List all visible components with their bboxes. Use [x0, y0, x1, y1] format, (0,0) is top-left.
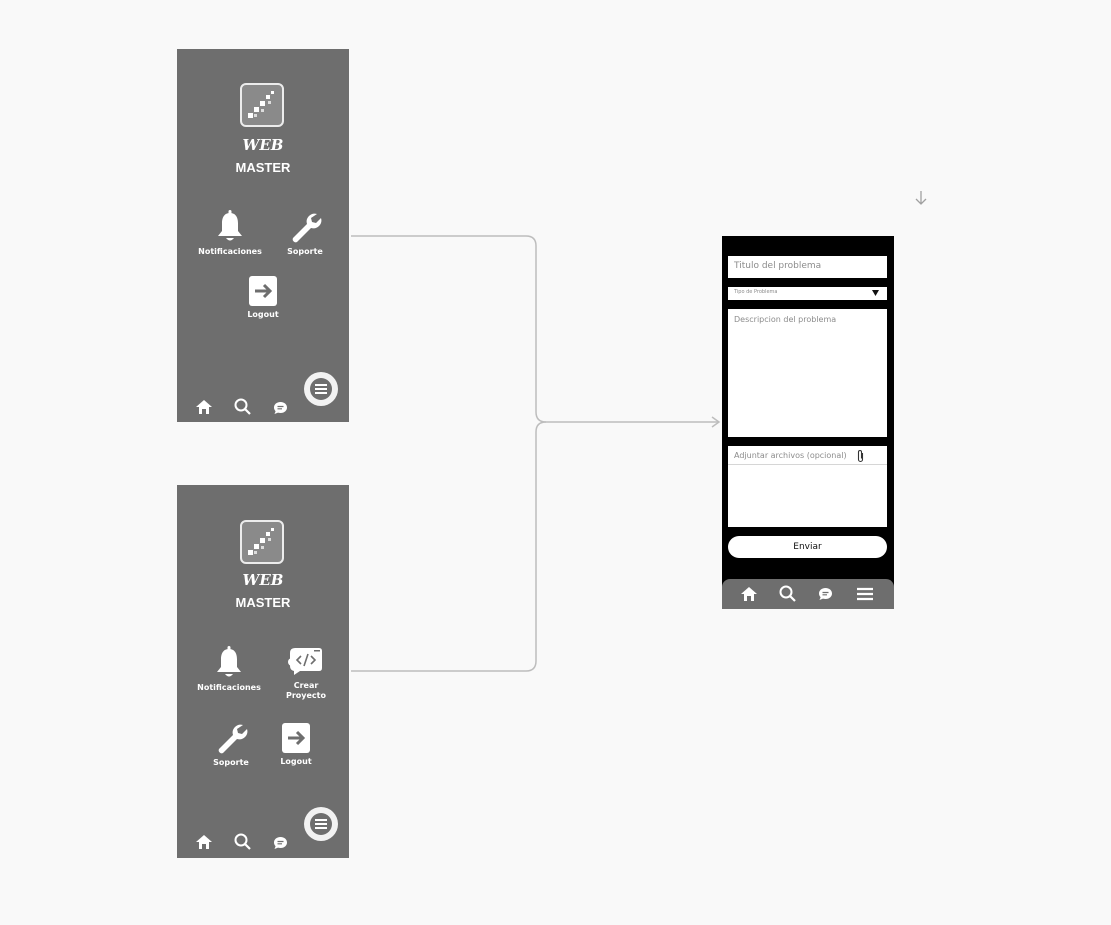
menu-label: Logout — [247, 310, 279, 319]
wrench-icon — [218, 724, 248, 754]
home-icon[interactable] — [740, 586, 758, 602]
logout-icon — [282, 723, 310, 753]
search-icon[interactable] — [234, 833, 251, 850]
phone-menu-user: WEB MASTER Notificaciones Soporte Logout — [177, 49, 349, 422]
menu-item-logout[interactable]: Logout — [261, 722, 331, 767]
menu-icon — [310, 378, 332, 400]
attach-label: Adjuntar archivos (opcional) — [734, 451, 847, 460]
bottom-navbar — [722, 579, 894, 609]
paperclip-icon[interactable] — [856, 449, 865, 463]
type-placeholder: Tipo de Problema — [734, 289, 778, 295]
menu-label: Soporte — [213, 758, 249, 767]
home-icon[interactable] — [195, 399, 213, 415]
menu-item-soporte[interactable]: Soporte — [196, 721, 266, 768]
chat-icon[interactable] — [818, 587, 833, 601]
search-icon[interactable] — [779, 585, 796, 602]
dropdown-icon — [872, 290, 879, 296]
menu-icon[interactable] — [856, 587, 874, 601]
send-button[interactable]: Enviar — [728, 536, 887, 558]
connector-bottom — [351, 421, 547, 672]
phone-menu-admin: WEB MASTER Notificaciones Crear Proyecto… — [177, 485, 349, 858]
connector-arrowhead — [711, 416, 721, 428]
home-icon[interactable] — [195, 834, 213, 850]
description-placeholder: Descripcion del problema — [734, 315, 837, 324]
menu-label: Crear Proyecto — [285, 681, 326, 700]
menu-item-notificaciones[interactable]: Notificaciones — [195, 210, 265, 257]
menu-item-notificaciones[interactable]: Notificaciones — [194, 646, 264, 693]
arrow-down-icon — [915, 191, 927, 205]
menu-fab[interactable] — [304, 807, 338, 841]
title-field[interactable]: Titulo del problema — [728, 256, 887, 278]
menu-icon — [310, 813, 332, 835]
logo-sub: MASTER — [235, 160, 291, 175]
phone-support-form: Titulo del problema Tipo de Problema Des… — [722, 236, 894, 609]
wrench-icon — [292, 213, 322, 243]
search-icon[interactable] — [234, 398, 251, 415]
menu-label: Soporte — [287, 247, 323, 256]
menu-label: Notificaciones — [197, 683, 261, 692]
connector-top — [351, 235, 547, 423]
logo-sub: MASTER — [235, 595, 291, 610]
logout-icon — [249, 276, 277, 306]
chat-icon[interactable] — [273, 836, 288, 850]
attachment-divider — [728, 464, 887, 465]
menu-item-logout[interactable]: Logout — [228, 275, 298, 320]
logo-icon — [240, 520, 284, 564]
problem-type-select[interactable]: Tipo de Problema — [728, 287, 887, 300]
menu-item-soporte[interactable]: Soporte — [270, 210, 340, 257]
menu-label: Notificaciones — [198, 247, 262, 256]
logo-word: WEB — [242, 571, 284, 589]
bell-icon — [217, 646, 241, 677]
menu-label: Logout — [280, 757, 312, 766]
menu-item-crear-proyecto[interactable]: Crear Proyecto — [271, 644, 341, 701]
menu-fab[interactable] — [304, 372, 338, 406]
code-icon — [288, 648, 322, 675]
title-placeholder: Titulo del problema — [734, 261, 822, 271]
logo-icon — [240, 83, 284, 127]
bell-icon — [218, 210, 242, 241]
attachment-field[interactable]: Adjuntar archivos (opcional) — [728, 446, 887, 527]
chat-icon[interactable] — [273, 401, 288, 415]
logo-word: WEB — [242, 136, 284, 154]
description-field[interactable]: Descripcion del problema — [728, 309, 887, 437]
